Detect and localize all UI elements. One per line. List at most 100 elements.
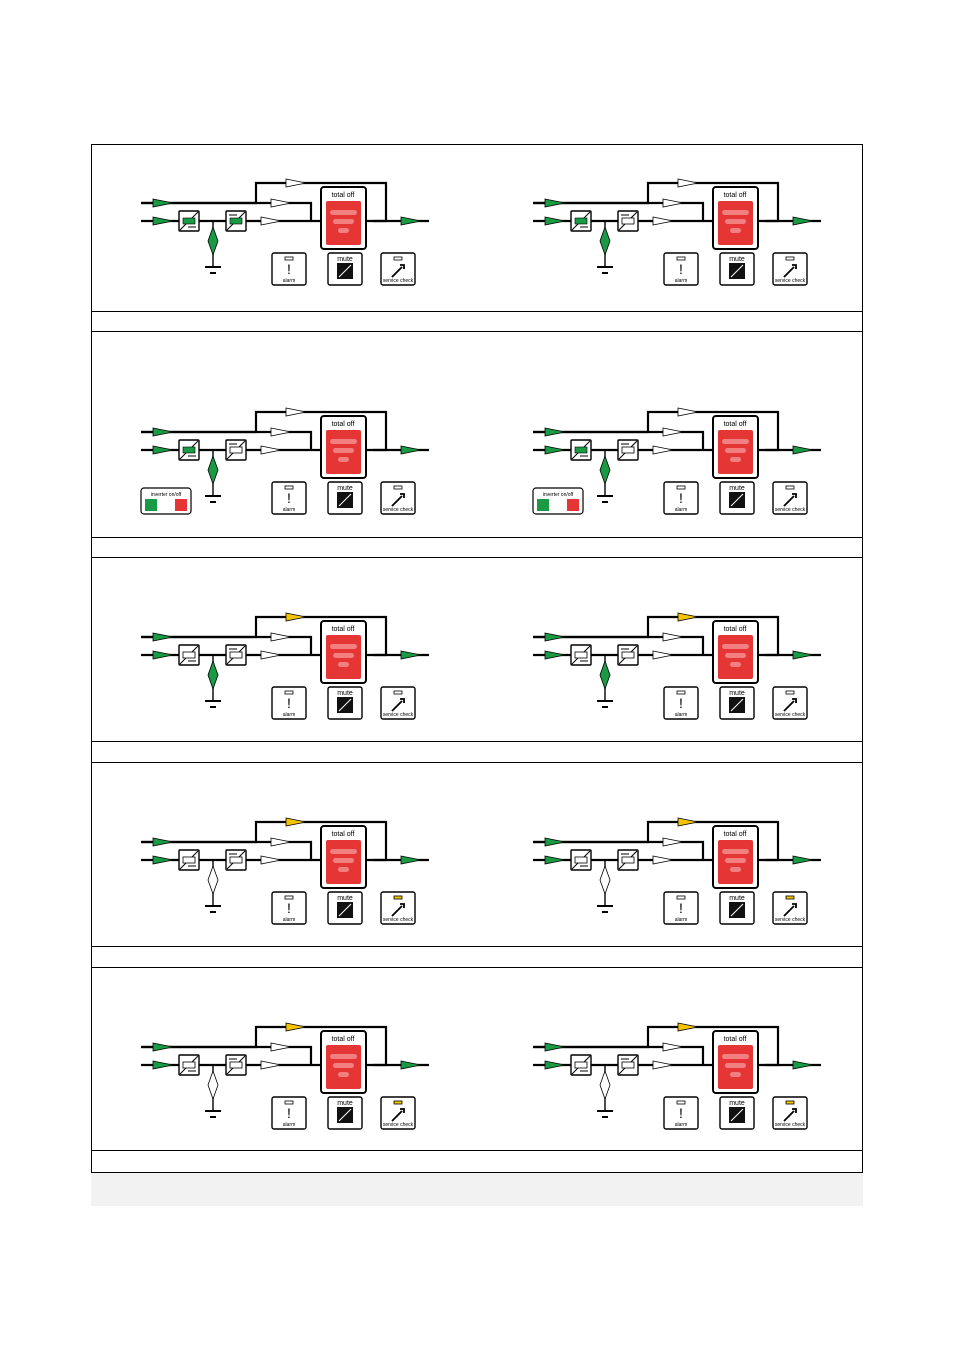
row-1-panel-2-total-off-line-2 (725, 219, 746, 224)
row-1-panel-1-inverter-icon-led (229, 217, 243, 225)
row-5-caption (91, 1150, 863, 1170)
row-5-panel-2-mute-button[interactable]: mute (719, 1096, 755, 1130)
row-2-panel-1-inverter-switch[interactable]: inverter on/off (140, 487, 192, 515)
row-3-panel-2-alarm-button[interactable]: !alarm (663, 686, 699, 720)
row-3-panel-1-service-label: service check (383, 712, 414, 718)
row-1-panel-1-total-off-line-1 (330, 210, 357, 215)
row-1-panel-2-service-label: service check (775, 278, 806, 284)
row-3-panel-2-wrench-icon (783, 698, 797, 712)
row-1-panel-1-wrench-icon (391, 264, 405, 278)
row-1-panel-2-output-arrow (792, 216, 814, 226)
row-1-panel-2-service-button[interactable]: service check (772, 252, 808, 286)
row-3-panel-1-service-button[interactable]: service check (380, 686, 416, 720)
row-5-panel-2-alarm-button[interactable]: !alarm (663, 1096, 699, 1130)
row-1-panel-1-service-button[interactable]: service check (380, 252, 416, 286)
row-3-panel-1-inverter-icon-led (229, 651, 243, 659)
row-5-panel-2-input-upper-arrow (544, 1042, 566, 1052)
row-4-panel-2-mute-button[interactable]: mute (719, 891, 755, 925)
row-4-panel-1-mute-button[interactable]: mute (327, 891, 363, 925)
row-2-panel-2-mute-button[interactable]: mute (719, 481, 755, 515)
row-4-panel-1-total-off-button[interactable]: total off (320, 825, 367, 889)
row-1-panel-1-total-off-button[interactable]: total off (320, 186, 367, 250)
row-2-panel-1-mute-button[interactable]: mute (327, 481, 363, 515)
row-1-panel-2-alarm-button[interactable]: !alarm (663, 252, 699, 286)
row-4-panel-2-service-button[interactable]: service check (772, 891, 808, 925)
row-3-panel-1-total-off-button[interactable]: total off (320, 620, 367, 684)
row-5-panel-1-alarm-button[interactable]: !alarm (271, 1096, 307, 1130)
row-4-panel-2-alarm-label: alarm (675, 917, 688, 923)
row-1-panel-2-total-off-button[interactable]: total off (712, 186, 759, 250)
row-4-panel-1-bypass-branch-arrow (270, 837, 292, 847)
row-2-panel-1-wrench-icon (391, 493, 405, 507)
row-1-panel-1-bypass-branch-arrow (270, 198, 292, 208)
row-2-panel-2-service-button[interactable]: service check (772, 481, 808, 515)
row-4-caption (91, 946, 863, 966)
row-3-panel-2-inverter-icon (617, 644, 639, 666)
row-2-panel-1: total off !alarm mute service check inverter… (140, 407, 429, 515)
row-1-panel-1-mute-button[interactable]: mute (327, 252, 363, 286)
row-4-panel-2-mute-label: mute (729, 895, 745, 902)
row-5-panel-1-mute-label: mute (337, 1100, 353, 1107)
row-1-panel-2-bypass-branch-arrow (662, 198, 684, 208)
row-3-panel-1-inverter-output-arrow (260, 650, 282, 660)
row-4-panel-1-inverter-output-arrow (260, 855, 282, 865)
row-2-panel-2-bypass-arrow (677, 407, 699, 417)
row-2-panel-1-total-off-label: total off (332, 421, 355, 428)
row-2-panel-2-service-led (785, 485, 795, 490)
row-5-panel-2-total-off-button[interactable]: total off (712, 1030, 759, 1094)
row-1-panel-2-service-led (785, 256, 795, 261)
row-2-panel-1-service-button[interactable]: service check (380, 481, 416, 515)
row-4-panel-2-alarm-button[interactable]: !alarm (663, 891, 699, 925)
row-4-panel-2-rectifier-icon-led (574, 856, 588, 864)
row-3-panel-1-rectifier-icon (178, 644, 200, 666)
row-4-panel-1-total-off-line-3 (338, 867, 349, 872)
row-3-panel-2-total-off-line-2 (725, 653, 746, 658)
row-2-panel-1-input-lower-arrow (152, 445, 174, 455)
row-4-panel-1-mute-icon-slash (338, 903, 352, 917)
row-5-top-rule (91, 967, 863, 987)
row-3-panel-2-input-lower-arrow (544, 650, 566, 660)
row-5-panel-1-inverter-icon (225, 1054, 247, 1076)
row-5-panel-1-total-off-button[interactable]: total off (320, 1030, 367, 1094)
row-4-panel-2-total-off-line-2 (725, 858, 746, 863)
row-4-panel-1-service-button[interactable]: service check (380, 891, 416, 925)
row-1-panel-2-service-button-frame (772, 252, 808, 286)
row-3-panel-2-output-arrow (792, 650, 814, 660)
row-2-panel-1-total-off-button[interactable]: total off (320, 415, 367, 479)
row-2-panel-2-total-off-button[interactable]: total off (712, 415, 759, 479)
row-3-panel-2-service-button[interactable]: service check (772, 686, 808, 720)
row-2-panel-2-inverter-icon-led (621, 446, 635, 454)
row-5-panel-1-input-lower-arrow (152, 1060, 174, 1070)
row-1-caption (91, 311, 863, 331)
row-3-panel-2-total-off-button[interactable]: total off (712, 620, 759, 684)
row-2-panel-1-mute-label: mute (337, 485, 353, 492)
row-1-panel-1-alarm-button[interactable]: !alarm (271, 252, 307, 286)
row-2-panel-1-alarm-button[interactable]: !alarm (271, 481, 307, 515)
row-4-panel-2-output-arrow (792, 855, 814, 865)
row-2-panel-1-inverter-switch-label: inverter on/off (151, 492, 182, 498)
row-2-panel-1-alarm-icon: ! (287, 490, 291, 506)
row-5-panel-1-battery-arrow (207, 1069, 219, 1101)
row-4-panel-2-total-off-button[interactable]: total off (712, 825, 759, 889)
row-1-panel-1-service-led (393, 256, 403, 261)
row-2-panel-2-inverter-icon (617, 439, 639, 461)
row-3-top-rule (91, 557, 863, 577)
row-2-panel-2-inverter-switch[interactable]: inverter on/off (532, 487, 584, 515)
row-3-panel-1-input-upper-arrow (152, 632, 174, 642)
row-1-panel-2-mute-button[interactable]: mute (719, 252, 755, 286)
row-3-panel-2-mute-button[interactable]: mute (719, 686, 755, 720)
row-4-panel-2-bypass-branch-arrow (662, 837, 684, 847)
row-5-panel-1-service-button[interactable]: service check (380, 1096, 416, 1130)
row-3-panel-1-mute-button[interactable]: mute (327, 686, 363, 720)
row-3-panel-1-mute-label: mute (337, 690, 353, 697)
row-4-panel-2-total-off-line-3 (730, 867, 741, 872)
row-5-panel-1-alarm-icon: ! (287, 1105, 291, 1121)
row-5-panel-1-mute-button[interactable]: mute (327, 1096, 363, 1130)
row-1-panel-2-total-off-line-3 (730, 228, 741, 233)
row-5-panel-2-service-button[interactable]: service check (772, 1096, 808, 1130)
row-5-panel-2-mute-label: mute (729, 1100, 745, 1107)
row-4-panel-1-alarm-button[interactable]: !alarm (271, 891, 307, 925)
row-3-panel-1-alarm-button[interactable]: !alarm (271, 686, 307, 720)
row-4-panel-1-total-off-label: total off (332, 831, 355, 838)
row-2-panel-2-alarm-button[interactable]: !alarm (663, 481, 699, 515)
